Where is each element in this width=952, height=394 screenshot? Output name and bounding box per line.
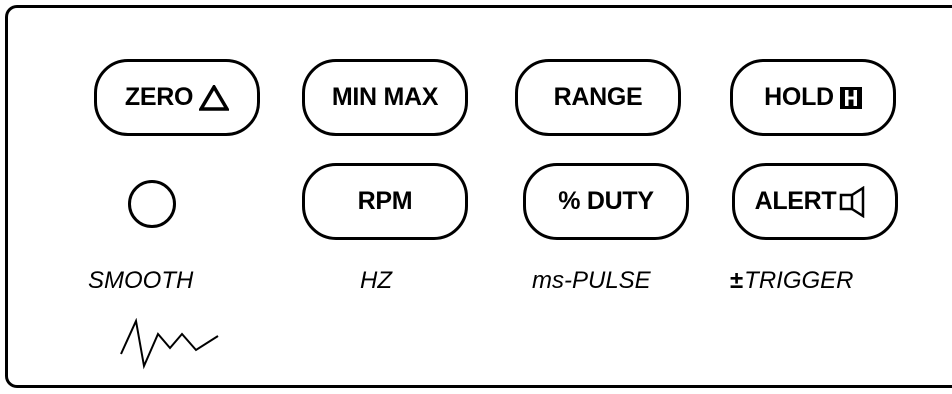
plus-minus-sign: ± <box>730 267 744 294</box>
zero-button-label: ZERO <box>124 83 194 111</box>
smooth-button[interactable] <box>128 180 176 228</box>
alert-button[interactable]: ALERT <box>732 163 898 240</box>
trigger-label: TRIGGER <box>744 267 854 294</box>
rpm-button[interactable]: RPM <box>302 163 468 240</box>
hold-button-label: HOLD <box>764 83 834 111</box>
meter-button-panel <box>5 5 952 388</box>
smooth-label: SMOOTH <box>88 267 194 294</box>
pulse-label: ms-PULSE <box>532 267 651 294</box>
min-max-button[interactable]: MIN MAX <box>302 59 468 136</box>
hz-label: HZ <box>360 267 392 294</box>
duty-button-label: % DUTY <box>558 187 654 215</box>
zero-button[interactable]: ZERO <box>94 59 260 136</box>
range-button[interactable]: RANGE <box>515 59 681 136</box>
min-max-button-label: MIN MAX <box>331 83 439 111</box>
duty-button[interactable]: % DUTY <box>523 163 689 240</box>
range-button-label: RANGE <box>553 83 643 111</box>
rpm-button-label: RPM <box>357 187 413 215</box>
delta-icon <box>199 84 230 111</box>
speaker-icon <box>839 185 875 218</box>
hold-h-icon <box>839 86 862 109</box>
waveform-icon <box>120 318 219 370</box>
trigger-label-group: ± TRIGGER <box>730 267 854 295</box>
alert-button-label: ALERT <box>754 187 837 215</box>
hold-button[interactable]: HOLD <box>730 59 896 136</box>
